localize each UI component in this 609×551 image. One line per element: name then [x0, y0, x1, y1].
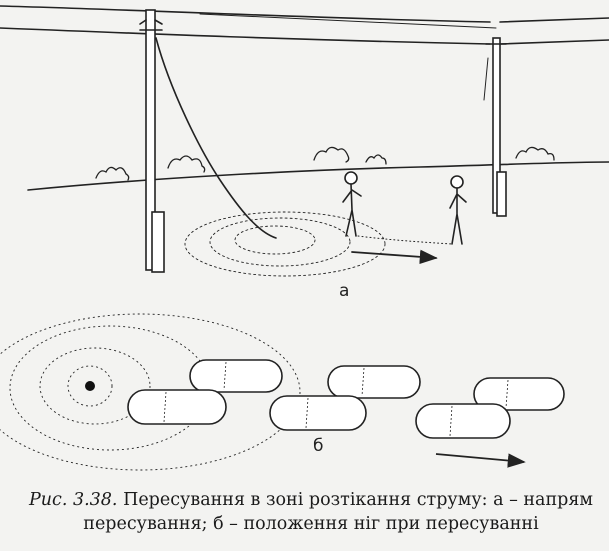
person-2 [449, 175, 467, 245]
right-pole [483, 37, 507, 217]
footprints [127, 359, 565, 439]
caption-number: Рис. 3.38. [28, 490, 118, 510]
power-lines [0, 5, 609, 45]
ground-line [27, 161, 609, 191]
footprint-6 [415, 403, 511, 439]
figure-caption: Рис. 3.38. Пересування в зоні розтікання… [16, 488, 606, 536]
footprint-4 [269, 395, 367, 431]
footprint-1 [189, 359, 283, 393]
footprint-3 [327, 365, 421, 399]
caption-text-1: Пересування в зоні розтікання струму: а … [123, 490, 594, 510]
label-b: б [313, 436, 324, 456]
caption-line-2: пересування; б – положення ніг при перес… [83, 514, 539, 534]
caption-line-1: Рис. 3.38. Пересування в зоні розтікання… [16, 488, 606, 512]
footpath-trail [357, 235, 453, 245]
direction-arrow-b [435, 453, 526, 468]
footprint-5 [473, 377, 565, 411]
left-pole [139, 9, 165, 273]
scene-a [0, 5, 609, 277]
bushes [95, 146, 555, 181]
ground-rings-a [184, 211, 386, 277]
person-1 [342, 171, 362, 237]
footprint-2 [127, 389, 227, 425]
ground-electrode [85, 381, 95, 391]
direction-arrow-a [351, 249, 438, 265]
label-a: а [339, 281, 350, 301]
scene-b [0, 313, 565, 471]
broken-wire [155, 37, 277, 239]
